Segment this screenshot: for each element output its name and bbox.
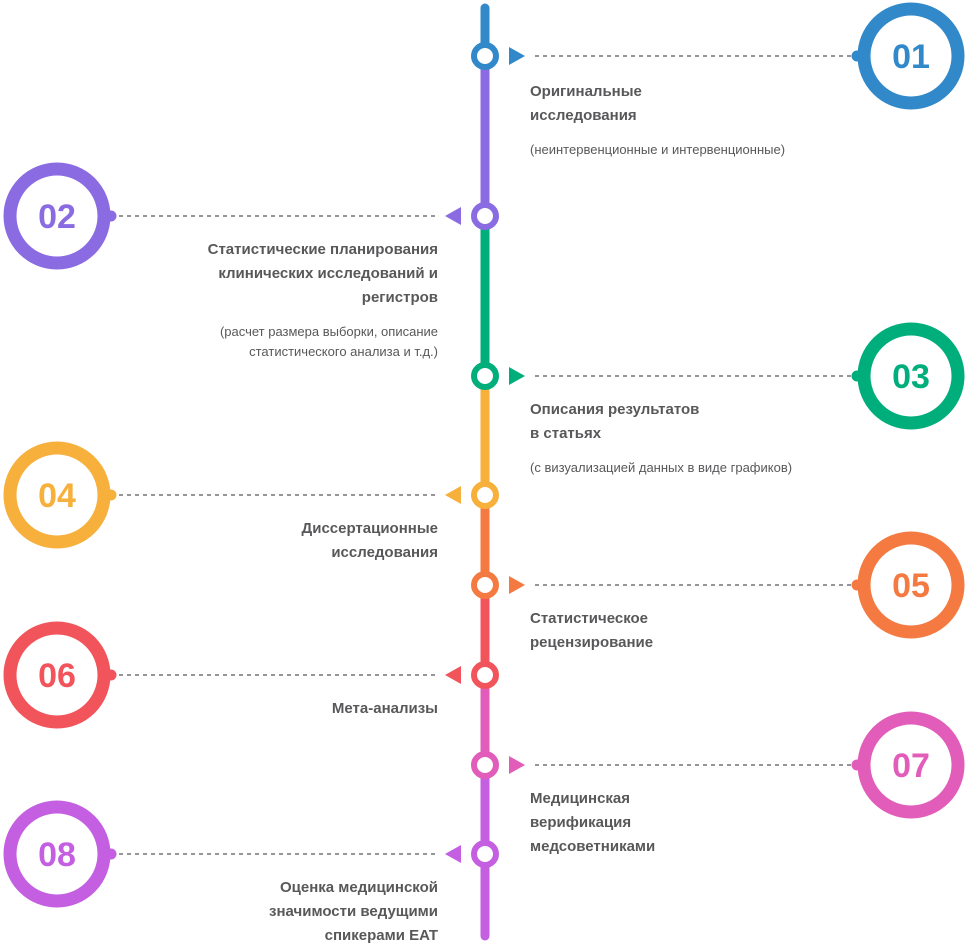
step-number-07: 07 (892, 747, 930, 785)
step-text-04: Диссертационные исследования (108, 517, 438, 565)
timeline-node-04 (471, 481, 499, 509)
step-title: Медицинская верификация медсоветниками (530, 790, 656, 855)
step-text-05: Статистическое рецензирование (530, 607, 860, 655)
pointer-triangle-01 (509, 47, 525, 65)
step-title: Статистические планирования клинических … (207, 241, 438, 306)
step-number-01: 01 (892, 38, 930, 76)
step-text-08: Оценка медицинской значимости ведущими с… (108, 876, 438, 948)
step-number-03: 03 (892, 358, 930, 396)
step-text-07: Медицинская верификация медсоветниками (530, 787, 860, 859)
timeline-node-01 (471, 42, 499, 70)
step-number-05: 05 (892, 567, 930, 605)
step-description: (расчет размера выборки, описание статис… (219, 324, 438, 359)
timeline-node-05 (471, 571, 499, 599)
step-description: (с визуализацией данных в виде графиков) (530, 460, 793, 475)
number-circle-04 (3, 441, 111, 549)
step-title: Оценка медицинской значимости ведущими с… (269, 879, 438, 944)
step-number-06: 06 (38, 657, 76, 695)
number-circle-01 (857, 2, 965, 110)
step-title: Диссертационные исследования (301, 520, 438, 561)
number-circle-08 (3, 800, 111, 908)
step-description: (неинтервенционные и интервенционные) (530, 142, 786, 157)
step-title: Описания результатов в статьях (530, 401, 700, 442)
number-circle-07 (857, 711, 965, 819)
pointer-triangle-08 (445, 845, 461, 863)
step-text-03: Описания результатов в статьях (с визуали… (530, 398, 860, 478)
step-title: Мета-анализы (331, 700, 438, 717)
pointer-triangle-05 (509, 576, 525, 594)
number-circle-06 (3, 621, 111, 729)
timeline-node-06 (471, 661, 499, 689)
step-title: Статистическое рецензирование (530, 610, 654, 651)
number-circle-03 (857, 322, 965, 430)
pointer-triangle-07 (509, 756, 525, 774)
step-number-04: 04 (38, 477, 76, 515)
timeline-node-03 (471, 362, 499, 390)
pointer-triangle-06 (445, 666, 461, 684)
step-text-01: Оригинальные исследования (неинтервенцион… (530, 80, 860, 160)
number-circle-05 (857, 531, 965, 639)
step-number-08: 08 (38, 836, 76, 874)
step-title: Оригинальные исследования (530, 83, 642, 124)
step-text-06: Мета-анализы (108, 697, 438, 721)
timeline-node-02 (471, 202, 499, 230)
timeline-node-07 (471, 751, 499, 779)
step-text-02: Статистические планирования клинических … (108, 238, 438, 362)
step-number-02: 02 (38, 198, 76, 236)
pointer-triangle-04 (445, 486, 461, 504)
number-circle-02 (3, 162, 111, 270)
pointer-triangle-02 (445, 207, 461, 225)
pointer-triangle-03 (509, 367, 525, 385)
timeline-node-08 (471, 840, 499, 868)
